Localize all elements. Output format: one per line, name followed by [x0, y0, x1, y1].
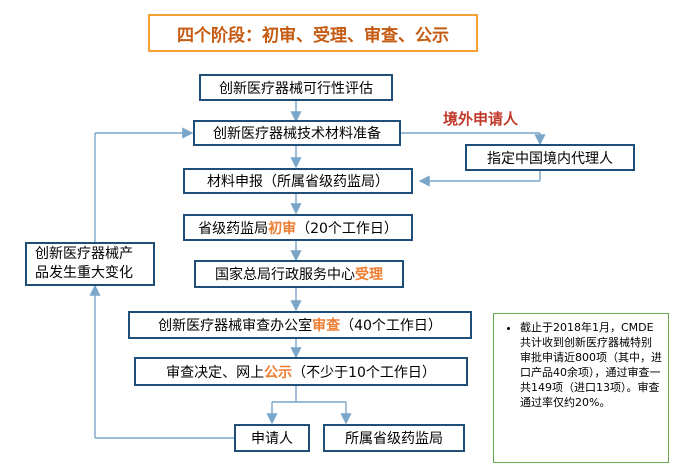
step-publicity-label: 审查决定、网上公示（不少于10个工作日）	[166, 362, 436, 382]
step-acceptance: 国家总局行政服务中心受理	[194, 260, 404, 288]
step-submission: 材料申报（所属省级药监局）	[183, 168, 413, 194]
major-change-line1: 创新医疗器械产	[35, 246, 133, 262]
step-examination: 创新医疗器械审查办公室审查（40个工作日）	[128, 311, 472, 339]
prelim-text-b: （20个工作日）	[296, 220, 398, 237]
step-domestic-agent-label: 指定中国境内代理人	[487, 150, 613, 167]
step-provincial-bureau-label: 所属省级药监局	[345, 431, 443, 447]
step-feasibility-label: 创新医疗器械可行性评估	[219, 80, 373, 97]
step-publicity: 审查决定、网上公示（不少于10个工作日）	[134, 357, 468, 386]
review-text-b: （40个工作日）	[340, 318, 442, 334]
step-submission-label: 材料申报（所属省级药监局）	[207, 174, 389, 190]
step-material-prep-label: 创新医疗器械技术材料准备	[213, 126, 381, 142]
step-material-prep: 创新医疗器械技术材料准备	[193, 120, 401, 146]
major-change-box: 创新医疗器械产 品发生重大变化	[25, 242, 155, 286]
step-applicant-label: 申请人	[251, 431, 293, 447]
public-highlight: 公示	[264, 364, 293, 381]
page-title: 四个阶段：初审、受理、审查、公示	[148, 14, 478, 52]
step-preliminary-review-label: 省级药监局初审（20个工作日）	[198, 218, 398, 238]
statistics-note: 截止于2018年1月，CMDE共计收到创新医疗器械特别审批申请近800项（其中，…	[493, 313, 669, 463]
public-text-b: （不少于10个工作日）	[292, 364, 436, 381]
public-text-a: 审查决定、网上	[166, 364, 265, 381]
review-text-a: 创新医疗器械审查办公室	[158, 318, 313, 334]
accept-text-a: 国家总局行政服务中心	[215, 267, 355, 283]
overseas-applicant-label: 境外申请人	[443, 110, 519, 128]
step-examination-label: 创新医疗器械审查办公室审查（40个工作日）	[158, 315, 442, 335]
statistics-note-text: 截止于2018年1月，CMDE共计收到创新医疗器械特别审批申请近800项（其中，…	[520, 320, 662, 410]
prelim-highlight: 初审	[268, 220, 297, 237]
step-acceptance-label: 国家总局行政服务中心受理	[215, 264, 383, 284]
step-domestic-agent: 指定中国境内代理人	[465, 144, 635, 171]
step-provincial-bureau: 所属省级药监局	[323, 424, 465, 452]
major-change-line2: 品发生重大变化	[35, 265, 133, 281]
step-feasibility: 创新医疗器械可行性评估	[199, 74, 393, 101]
step-preliminary-review: 省级药监局初审（20个工作日）	[183, 214, 413, 241]
review-highlight: 审查	[312, 318, 341, 334]
prelim-text-a: 省级药监局	[198, 220, 269, 237]
accept-highlight: 受理	[355, 267, 383, 283]
step-applicant: 申请人	[234, 424, 310, 452]
